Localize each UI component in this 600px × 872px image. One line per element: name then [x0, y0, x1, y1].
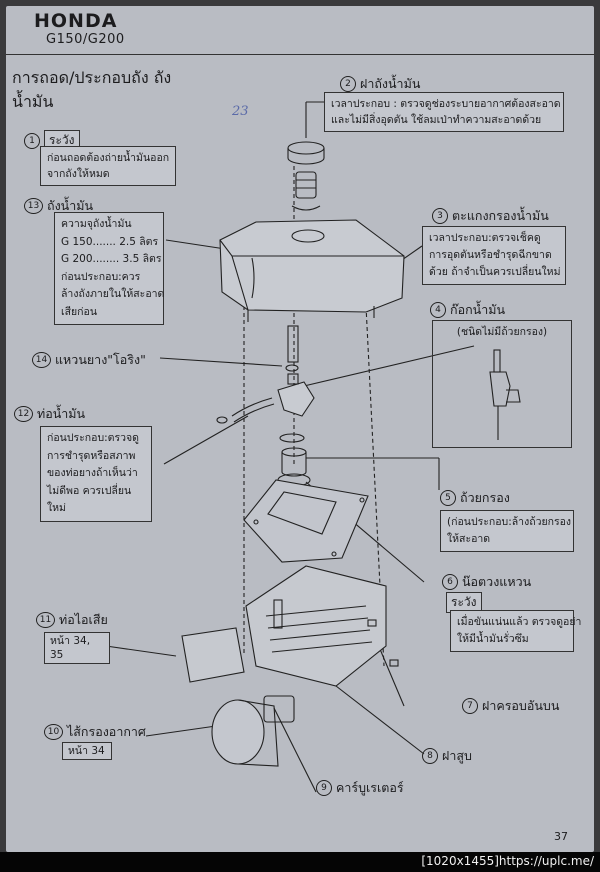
callout-12-number: 12 — [14, 406, 33, 422]
callout-9-label: 9 คาร์บูเรเตอร์ — [316, 778, 404, 798]
callout-6-warning: ระวัง — [446, 592, 482, 613]
note-line: ใหม่ — [47, 502, 66, 514]
callout-12-label: 12 ท่อน้ำมัน — [14, 404, 85, 424]
note-line: และไม่มีสิ่งอุดตัน ใช้ลมเป่าทำความสะอาดด… — [331, 114, 542, 126]
note-line: ความจุถังน้ำมัน — [61, 218, 132, 230]
brand-logo: HONDA — [34, 10, 118, 32]
callout-14-title: แหวนยาง"โอริง" — [55, 352, 146, 367]
callout-6-label: 6 น๊อตวงแหวน — [442, 572, 531, 592]
callout-8-title: ฝาสูบ — [442, 748, 472, 763]
callout-3-label: 3 ตะแกงกรองน้ำมัน — [432, 206, 549, 226]
callout-13-title: ถังน้ำมัน — [47, 198, 94, 213]
callout-10-label: 10 ไส้กรองอากาศ — [44, 722, 146, 742]
watermark-text: [1020x1455]https://uplc.me/ — [421, 854, 594, 868]
callout-3-note: เวลาประกอบ:ตรวจเช็คดู การอุดตันหรือชำรุด… — [422, 226, 566, 285]
callout-6-number: 6 — [442, 574, 458, 590]
watermark-bar: [1020x1455]https://uplc.me/ — [0, 852, 600, 872]
callout-1-number: 1 — [24, 132, 40, 149]
callout-5-note: (ก่อนประกอบ:ล้างถ้วยกรอง ให้สะอาด — [440, 510, 574, 552]
note-line: ก่อนถอดต้องถ่ายน้ำมันออก — [47, 152, 170, 164]
callout-3-number: 3 — [432, 208, 448, 224]
callout-5-label: 5 ถ้วยกรอง — [440, 488, 510, 508]
callout-6-title: น๊อตวงแหวน — [462, 574, 532, 589]
note-line: เวลาประกอบ : ตรวจดูช่องระบายอากาศต้องสะอ… — [331, 98, 561, 110]
callout-11-number: 11 — [36, 612, 55, 628]
note-line: ให้สะอาด — [447, 533, 491, 545]
model-name: G150/G200 — [46, 32, 125, 47]
note-line: การชำรุดหรือสภาพ — [47, 449, 136, 462]
callout-10-ref: หน้า 34 — [62, 742, 112, 760]
note-line: ก่อนประกอบ:ตรวจดู — [47, 432, 139, 444]
exploded-diagram — [105, 101, 521, 793]
callout-4-title: ก๊อกน้ำมัน — [450, 302, 505, 317]
callout-11-label: 11 ท่อไอเสีย — [36, 610, 108, 630]
header-divider — [6, 54, 594, 55]
callout-3-title: ตะแกงกรองน้ำมัน — [452, 208, 549, 223]
callout-12-note: ก่อนประกอบ:ตรวจดู การชำรุดหรือสภาพ ของท่… — [40, 426, 152, 522]
note-line: ของท่อยางถ้าเห็นว่า — [47, 467, 138, 479]
section-title: การถอด/ประกอบถัง ถังน้ำมัน — [12, 68, 172, 111]
callout-5-number: 5 — [440, 490, 456, 506]
callout-13-note: ความจุถังน้ำมัน G 150....... 2.5 ลิตร G … — [54, 212, 164, 325]
callout-9-title: คาร์บูเรเตอร์ — [336, 780, 404, 795]
callout-12-title: ท่อน้ำมัน — [37, 406, 86, 421]
note-line: G 150....... 2.5 ลิตร — [61, 235, 159, 248]
callout-9-number: 9 — [316, 780, 332, 796]
callout-14-label: 14 แหวนยาง"โอริง" — [32, 350, 146, 370]
callout-5-title: ถ้วยกรอง — [460, 490, 510, 505]
note-line: เสียก่อน — [61, 305, 97, 318]
callout-8-number: 8 — [422, 748, 438, 764]
callout-6-note: เมื่อขันแน่นแล้ว ตรวจดูอย่า ให้มีน้ำมันร… — [450, 610, 582, 652]
note-line: ให้มีน้ำมันรั่วซึม — [457, 633, 529, 645]
note-line: เมื่อขันแน่นแล้ว ตรวจดูอย่า — [457, 616, 582, 628]
callout-11-ref: หน้า 34, 35 — [44, 632, 110, 664]
callout-10-number: 10 — [44, 724, 63, 740]
handwritten-note: 23 — [232, 104, 249, 119]
note-line: จากถังให้หมด — [47, 168, 110, 180]
note-line: G 200........ 3.5 ลิตร — [61, 253, 162, 265]
callout-2-label: 2 ฝาถังน้ำมัน — [340, 74, 420, 94]
callout-10-title: ไส้กรองอากาศ — [67, 724, 146, 739]
callout-4-label: 4 ก๊อกน้ำมัน — [430, 300, 505, 320]
callout-13-label: 13 ถังน้ำมัน — [24, 196, 93, 216]
callout-13-number: 13 — [24, 198, 43, 214]
callout-8-label: 8 ฝาสูบ — [422, 746, 472, 766]
callout-4-detail-box: (ชนิดไม่มีถ้วยกรอง) — [432, 320, 572, 448]
note-line: ล้างถังภายในให้สะอาด — [61, 288, 165, 300]
manual-page: HONDA G150/G200 การถอด/ประกอบถัง ถังน้ำม… — [6, 6, 594, 852]
callout-2-number: 2 — [340, 76, 356, 92]
callout-2-note: เวลาประกอบ : ตรวจดูช่องระบายอากาศต้องสะอ… — [324, 92, 564, 132]
note-line: ด้วย ถ้าจำเป็นควรเปลี่ยนใหม่ — [429, 266, 561, 278]
callout-7-title: ฝาครอบอันบน — [482, 698, 560, 713]
note-line: ก่อนประกอบ:ควร — [61, 270, 141, 283]
callout-4-subtitle: (ชนิดไม่มีถ้วยกรอง) — [456, 326, 548, 338]
callout-1-note: ก่อนถอดต้องถ่ายน้ำมันออก จากถังให้หมด — [40, 146, 176, 186]
page-number: 37 — [554, 830, 568, 843]
callout-4-number: 4 — [430, 302, 446, 318]
callout-14-number: 14 — [32, 352, 51, 368]
callout-11-title: ท่อไอเสีย — [59, 612, 108, 627]
note-line: ไม่ดีพอ ควรเปลี่ยน — [47, 484, 132, 497]
callout-7-label: 7 ฝาครอบอันบน — [462, 696, 559, 716]
callout-7-number: 7 — [462, 698, 478, 714]
note-line: การอุดตันหรือชำรุดฉีกขาด — [429, 249, 552, 261]
callout-2-title: ฝาถังน้ำมัน — [360, 76, 421, 91]
note-line: (ก่อนประกอบ:ล้างถ้วยกรอง — [447, 516, 572, 528]
note-line: เวลาประกอบ:ตรวจเช็คดู — [429, 232, 541, 244]
